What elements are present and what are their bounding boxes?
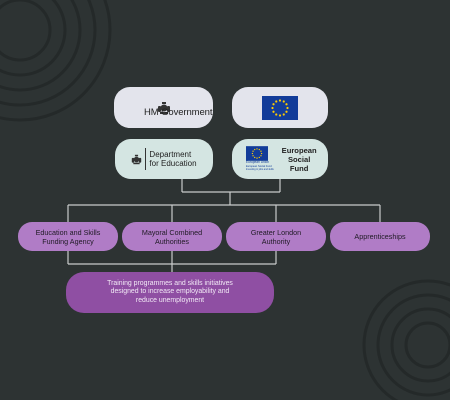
esf-label-line-3: Fund [289,163,309,173]
esfa-label-line-1: Education and Skills [35,227,101,237]
eu-star [275,99,278,103]
eu-star [278,113,282,117]
eu-star [258,149,260,151]
greater-london-authority-box: Greater London Authority [226,222,326,251]
eu-star [251,153,254,155]
eu-star [272,102,275,105]
eu-flag-box [232,87,328,128]
eu-star [260,150,262,153]
royal-crest-icon [157,101,170,114]
mca-label-line-2: Authorities [155,236,189,246]
eu-star [252,155,254,157]
eu-star [285,110,288,113]
eu-star [271,106,274,109]
eu-star [256,148,258,150]
eu-flag-icon [262,95,298,120]
mayoral-combined-authorities-box: Mayoral Combined Authorities [122,222,222,251]
european-social-fund-box: European Union European Social Fund Inve… [232,139,328,179]
outcome-line-2: designed to increase employability and [110,288,230,296]
eu-star [282,99,285,103]
eu-star [278,98,282,102]
eu-flag-icon [246,146,268,162]
esf-label-line-2: Social [287,154,311,164]
eu-star [254,149,256,151]
hm-government-box: HM Government [114,87,213,128]
esf-logo: European Union European Social Fund Inve… [246,146,274,172]
esf-label: European Social Fund [282,146,317,173]
eu-star [258,157,260,159]
eu-star [272,110,275,113]
esf-label-line-1: European [281,145,317,155]
eu-star [286,106,289,109]
eu-star [275,112,278,116]
apprenticeships-label: Apprenticeships [354,232,406,241]
eu-star [260,155,262,157]
eu-caption-line-1: European Union [246,160,270,165]
eu-star [260,153,263,155]
esfa-label-line-2: Funding Agency [42,236,94,246]
outcome-line-1: Training programmes and skills initiativ… [107,279,233,287]
eu-star [256,157,258,160]
education-skills-funding-agency-box: Education and Skills Funding Agency [18,222,118,251]
apprenticeships-box: Apprenticeships [330,222,430,251]
eu-star [285,102,288,105]
outcome-line-3: reduce unemployment [135,296,205,304]
department-for-education-box: Department for Education [115,139,213,179]
eu-star [254,157,256,159]
eu-star [282,112,285,116]
dfe-divider [145,148,147,170]
eu-caption-line-2: European Social Fund [246,164,272,168]
dfe-label-line-1: Department [149,150,192,159]
outcome-box: Training programmes and skills initiativ… [66,272,274,313]
eu-star [252,150,254,153]
gla-label-line-2: Authority [261,236,291,246]
mca-label-line-1: Mayoral Combined [141,227,203,237]
dfe-label: Department for Education [149,150,196,168]
dfe-label-line-2: for Education [149,159,197,168]
gla-label-line-1: Greater London [250,227,302,237]
hm-government-label: HM Government [144,107,213,118]
eu-caption: European Union European Social Fund Inve… [246,161,274,172]
royal-crest-icon [132,154,142,164]
eu-caption-line-3: Investing in jobs and skills [246,168,274,172]
